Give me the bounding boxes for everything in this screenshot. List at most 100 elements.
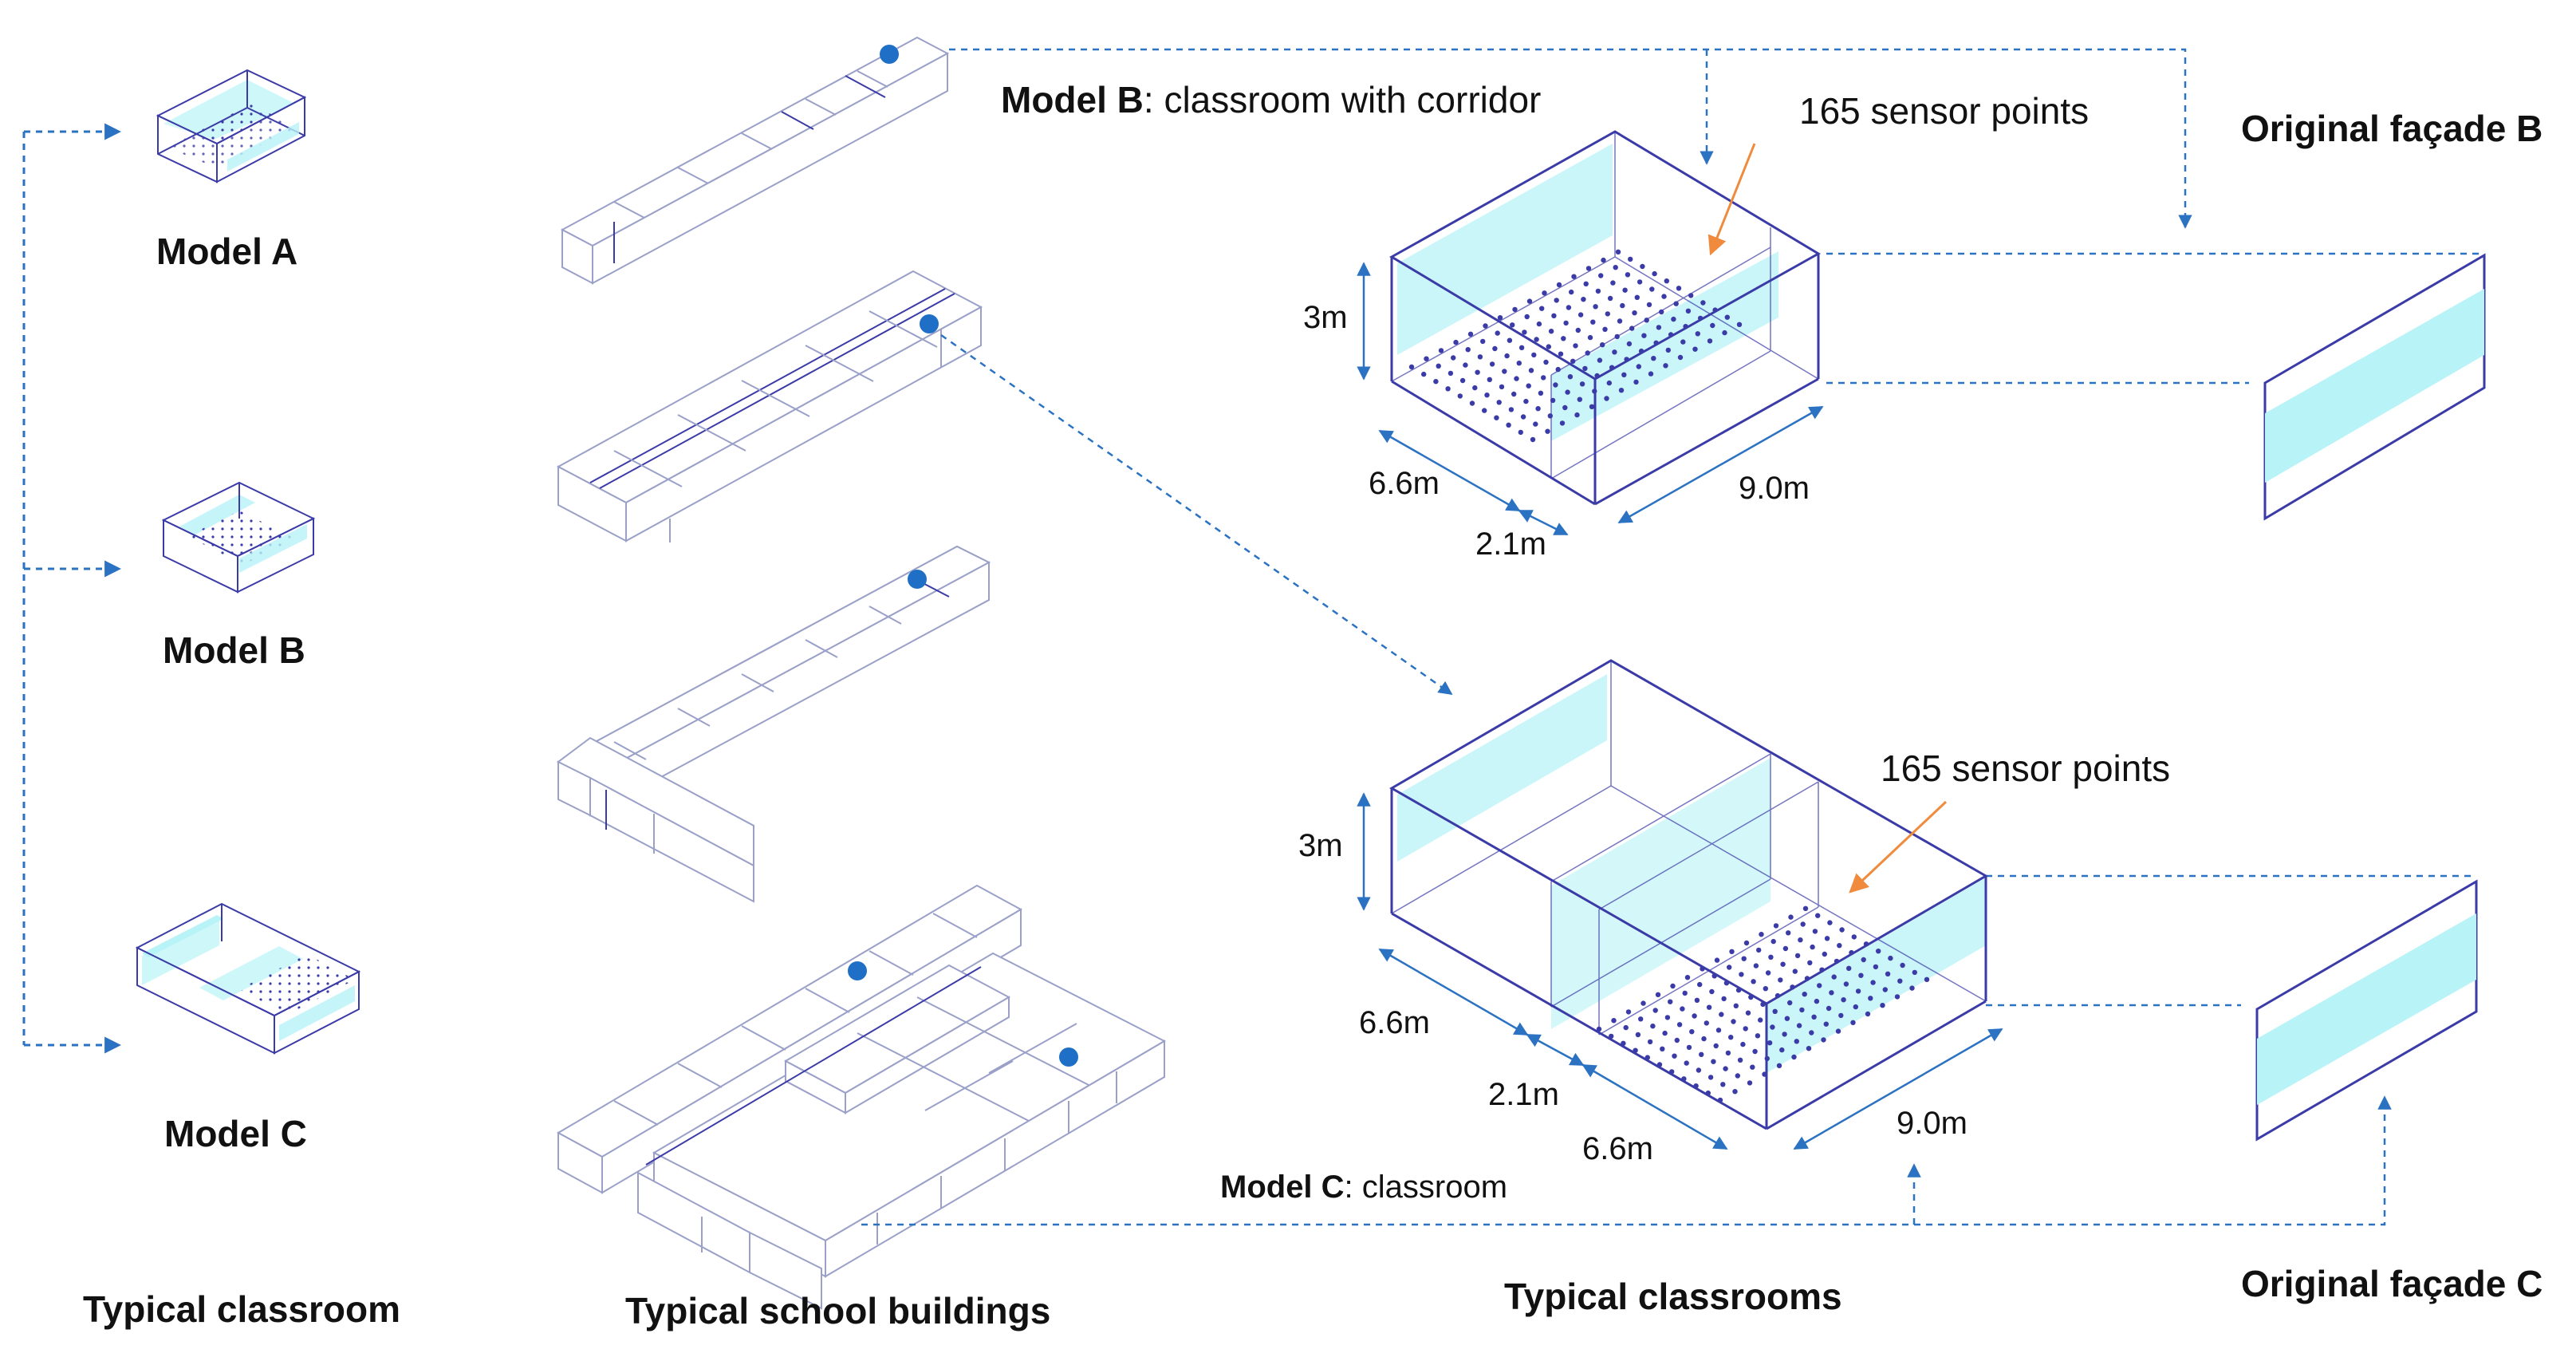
sensor-point xyxy=(1689,1029,1695,1035)
sensor-point xyxy=(1652,1008,1658,1013)
sensor-point xyxy=(1472,385,1478,391)
sensor-point xyxy=(1433,379,1439,385)
sensor-point xyxy=(1796,1023,1802,1028)
sensor-point xyxy=(1459,377,1466,384)
model-b-width-label: 9.0m xyxy=(1739,471,1810,506)
sensor-point xyxy=(1551,313,1557,318)
school-building-1-marker xyxy=(880,45,899,64)
sensor-point xyxy=(1823,1021,1829,1027)
sensor-point xyxy=(1680,339,1686,345)
sensor-point xyxy=(1680,1006,1685,1012)
sensor-point xyxy=(1824,936,1830,941)
sensor-point xyxy=(1448,370,1454,377)
sensor-point xyxy=(1615,249,1621,254)
sensor-point xyxy=(1593,304,1598,310)
sensor-point xyxy=(1794,953,1801,959)
sensor-point xyxy=(1561,336,1566,341)
sensor-point xyxy=(1524,314,1530,320)
sensor-point xyxy=(1870,980,1876,985)
sensor-point xyxy=(1656,325,1662,330)
sensor-point xyxy=(1782,1032,1787,1037)
sensor-point xyxy=(1706,1004,1712,1010)
sensor-point xyxy=(1704,1020,1709,1026)
sensor-point xyxy=(1664,1015,1671,1020)
sensor-point xyxy=(1641,333,1647,338)
sensor-point xyxy=(1492,345,1498,352)
sensor-point xyxy=(1632,310,1637,316)
sensor-point xyxy=(1563,320,1569,326)
model-b-detail-title-rest: : classroom with corridor xyxy=(1143,79,1542,120)
sensor-point xyxy=(1453,339,1459,345)
connector-lines xyxy=(861,48,2480,1226)
sensor-point xyxy=(1438,348,1444,353)
facade-c-panel xyxy=(2255,879,2478,1142)
sensor-point xyxy=(1522,329,1527,335)
left-bracket-connector xyxy=(22,123,122,1054)
sensor-point xyxy=(1692,346,1698,352)
sensor-point xyxy=(1807,960,1813,966)
sensor-point xyxy=(1633,379,1639,385)
sensor-point xyxy=(1628,256,1633,262)
sensor-point xyxy=(1668,999,1673,1004)
sensor-point xyxy=(1408,364,1415,370)
sensor-point xyxy=(1791,1054,1797,1060)
sensor-point xyxy=(1635,1032,1641,1038)
sensor-point xyxy=(1634,294,1640,300)
model-b-detail-title-bold: Model B xyxy=(1001,79,1144,120)
sensor-point xyxy=(1625,272,1631,278)
model-c-height-label: 3m xyxy=(1298,828,1343,863)
sensor-point xyxy=(1499,384,1505,390)
sensor-point xyxy=(1812,929,1818,934)
facade-c-label: Original façade C xyxy=(2241,1263,2543,1304)
sensor-point xyxy=(1707,338,1713,344)
sensor-point xyxy=(1841,997,1846,1003)
sensor-point xyxy=(1695,331,1700,337)
sensor-point xyxy=(1722,329,1727,336)
sensor-point xyxy=(1810,944,1815,950)
facade-b-panel xyxy=(2263,253,2486,521)
sensor-point xyxy=(1487,377,1493,382)
model-b-detail-title: Model B: classroom with corridor xyxy=(1001,81,1541,118)
model-c-thumbnail xyxy=(135,902,361,1055)
sensor-point xyxy=(1502,369,1507,374)
sensor-point xyxy=(1646,302,1652,308)
sensor-point xyxy=(1731,1019,1736,1024)
sensor-point xyxy=(1699,1051,1704,1058)
school-building-4 xyxy=(556,884,1167,1310)
sensor-point xyxy=(1787,1000,1793,1006)
sensor-point xyxy=(1724,314,1730,320)
sensor-point xyxy=(1752,1048,1758,1055)
school-building-2-marker xyxy=(920,314,939,333)
sensor-point xyxy=(1602,326,1608,332)
sensor-point xyxy=(1776,1063,1782,1069)
sensor-point xyxy=(1650,1024,1656,1029)
sensor-point xyxy=(1897,978,1903,984)
sensor-point xyxy=(1569,289,1574,295)
sensor-point xyxy=(1719,1012,1724,1017)
sensor-point xyxy=(1770,1024,1775,1030)
sensor-point xyxy=(1814,998,1820,1004)
sensor-point xyxy=(1445,386,1451,392)
model-b-detail-box xyxy=(1357,130,1824,536)
sensor-point xyxy=(1574,412,1580,418)
sensor-point xyxy=(1802,992,1807,997)
sensor-point xyxy=(1482,408,1487,413)
sensor-point xyxy=(1647,1039,1653,1045)
sensor-point xyxy=(1802,905,1809,912)
sensor-point xyxy=(1543,359,1549,365)
sensor-point xyxy=(1556,282,1562,288)
sensor-point xyxy=(1514,376,1519,381)
sensor-point xyxy=(1843,981,1849,987)
sensor-point xyxy=(1900,962,1905,968)
sensor-point xyxy=(1477,354,1483,360)
sensor-point xyxy=(1697,981,1703,988)
sensor-point xyxy=(1727,965,1732,970)
sensor-point xyxy=(1682,990,1688,996)
sensor-point xyxy=(1613,265,1618,270)
sensor-point xyxy=(1638,1016,1644,1022)
sensor-point xyxy=(1649,286,1655,292)
sensor-point xyxy=(1665,347,1671,353)
model-c-width-label: 9.0m xyxy=(1897,1106,1967,1141)
sensor-point xyxy=(1582,365,1588,372)
